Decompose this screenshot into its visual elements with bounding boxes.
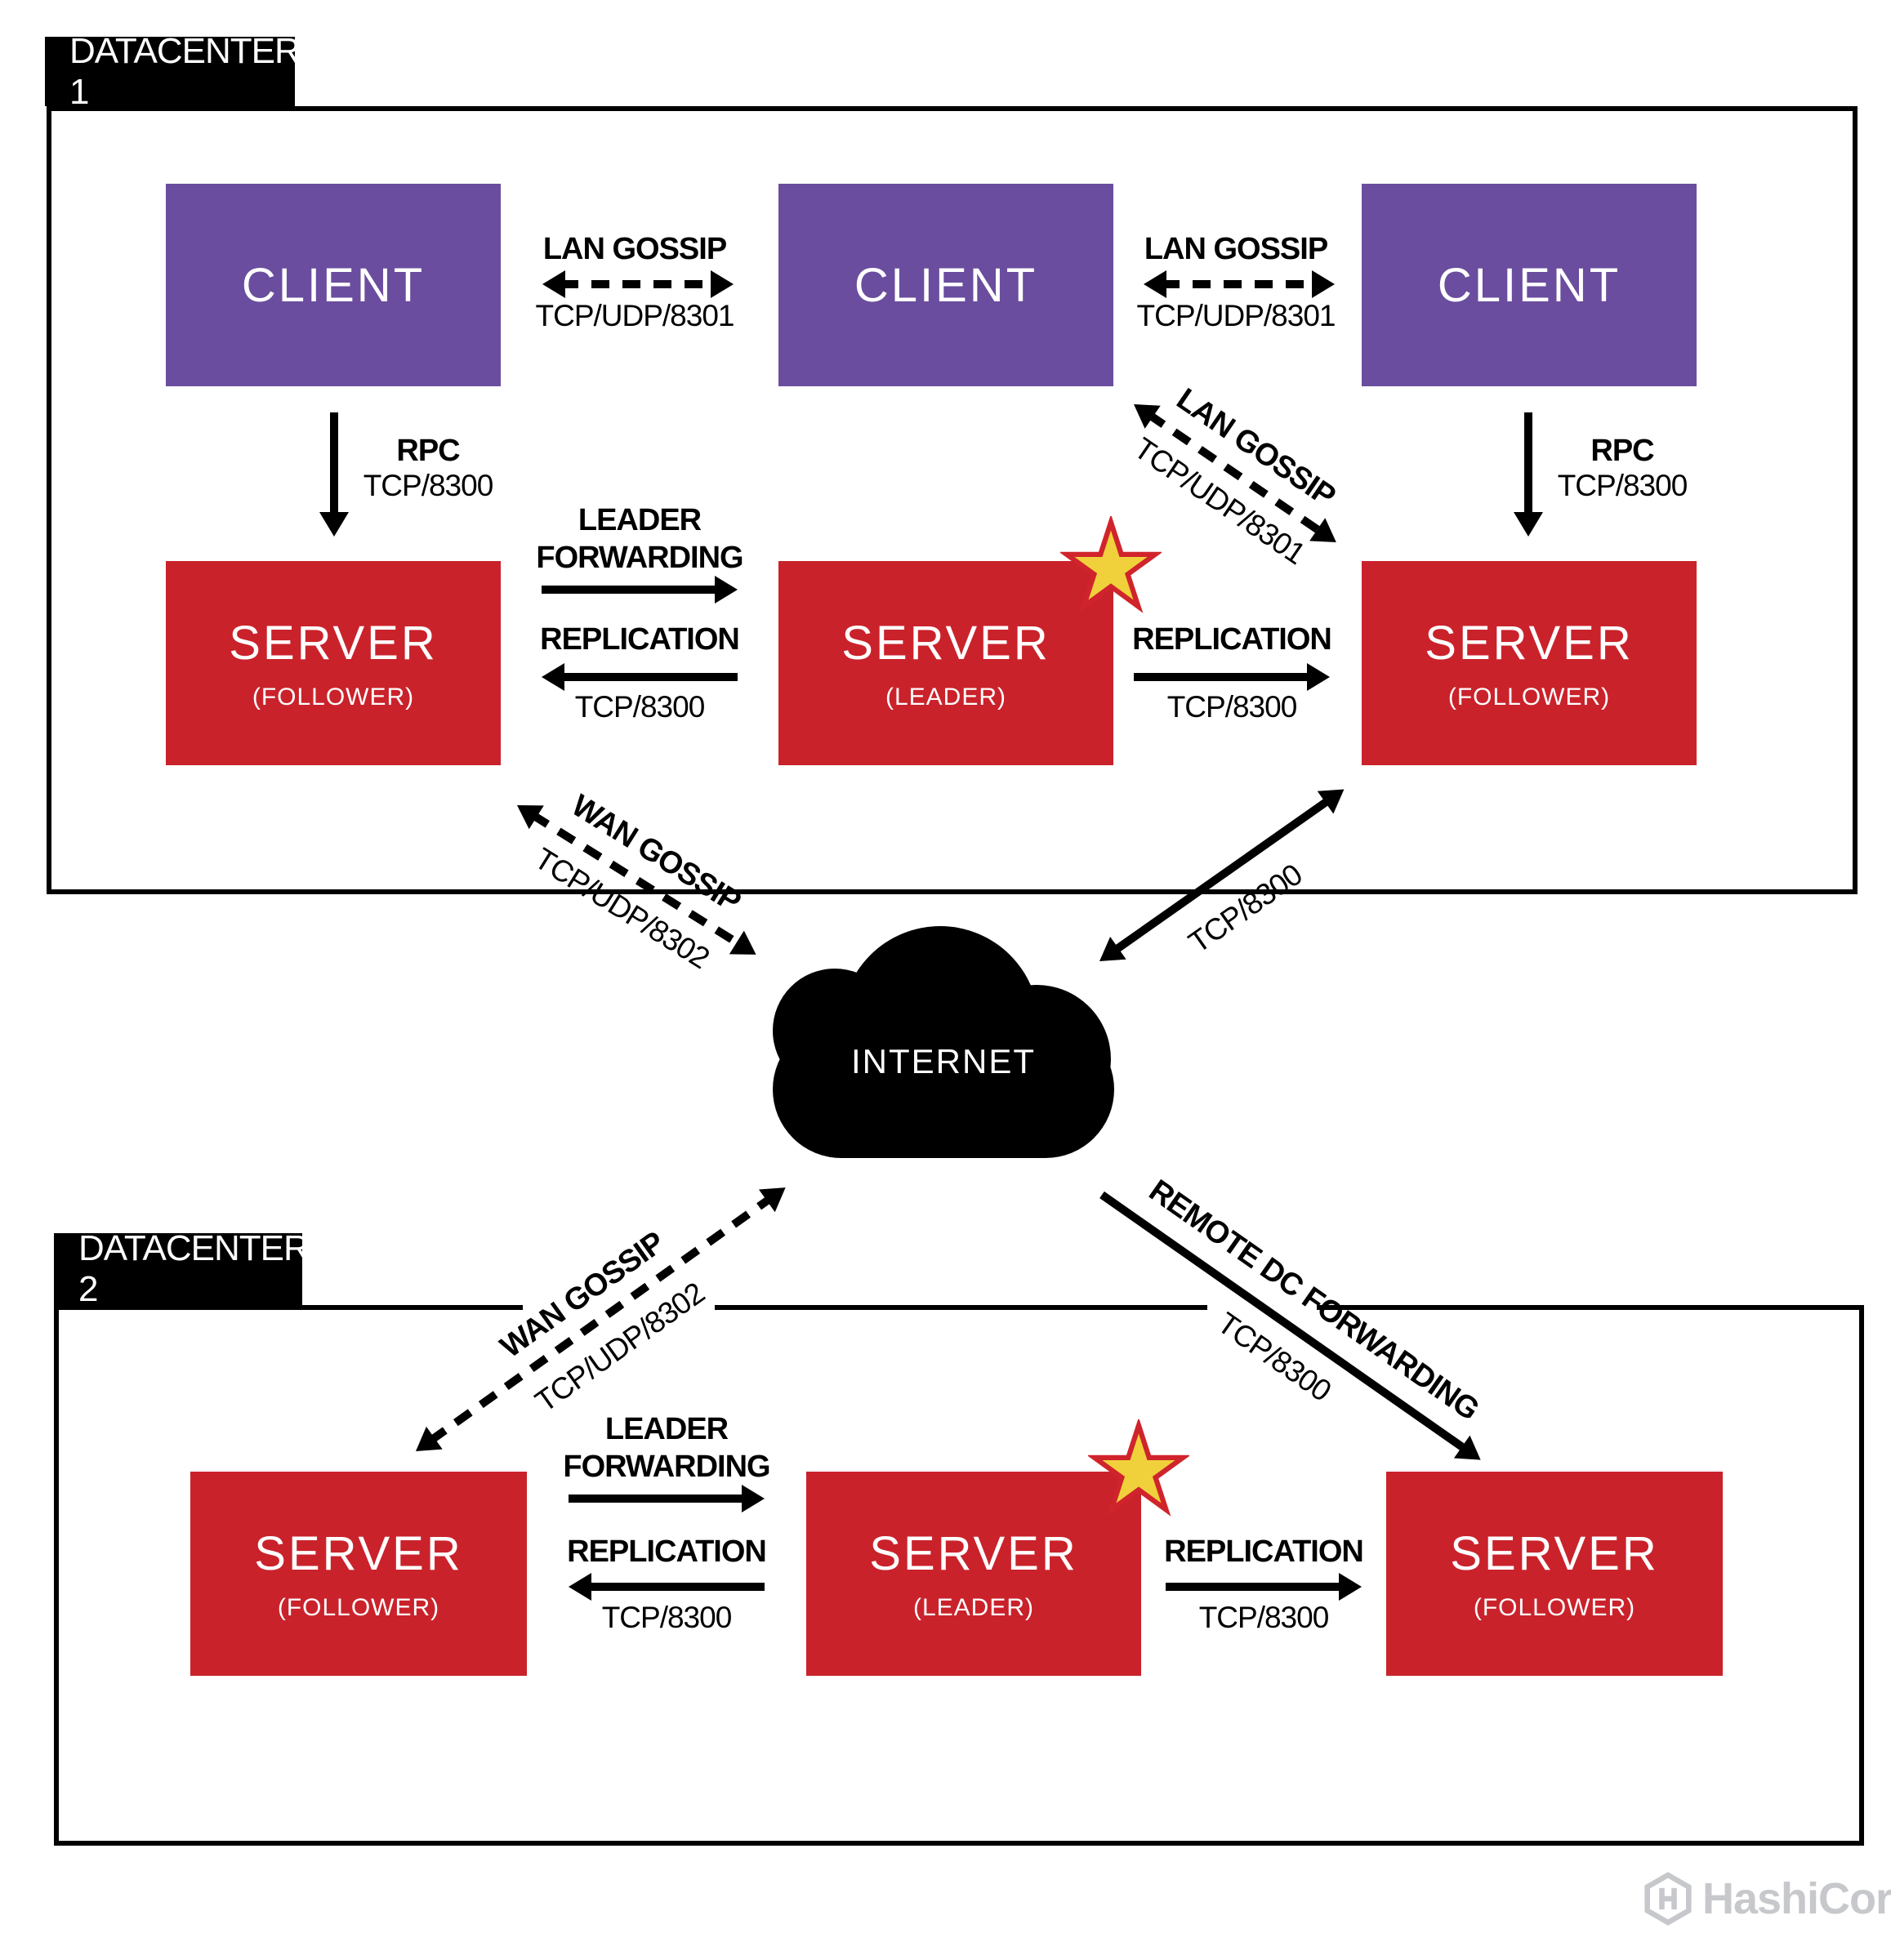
arrowhead-right-icon <box>742 1485 765 1512</box>
arrowhead-down-icon <box>319 512 349 537</box>
cloud-shape <box>773 1021 1114 1158</box>
server-role: (LEADER) <box>885 683 1007 710</box>
arrowhead-down-icon <box>1514 512 1543 537</box>
hashicorp-hex-icon <box>1644 1872 1692 1926</box>
server-label: SERVER <box>254 1526 463 1580</box>
replication-arrow <box>542 663 738 691</box>
rpc-port: TCP/8300 <box>363 469 494 502</box>
dc2-server-leader: SERVER (LEADER) <box>806 1472 1141 1676</box>
client-node-2: CLIENT <box>778 184 1113 386</box>
hashicorp-wordmark: HashiCorp <box>1702 1874 1891 1923</box>
server-role: (FOLLOWER) <box>277 1593 440 1621</box>
replication-arrow <box>1134 663 1330 691</box>
client-label: CLIENT <box>854 258 1038 312</box>
replication-label: REPLICATION <box>1164 1535 1364 1569</box>
leader-star-icon <box>1060 516 1162 613</box>
server-label: SERVER <box>1425 616 1634 670</box>
hashicorp-logo: HashiCorp <box>1643 1872 1891 1926</box>
datacenter1-label: DATACENTER 1 <box>69 30 301 112</box>
arrowhead-right-icon <box>1312 270 1335 298</box>
leader-forwarding-arrow <box>569 1485 765 1512</box>
replication-port: TCP/8300 <box>574 690 706 724</box>
server-role: (FOLLOWER) <box>1447 683 1611 710</box>
lan-gossip-arrow <box>1144 270 1335 298</box>
leader-star-icon <box>1088 1419 1189 1517</box>
dc1-server-follower-2: SERVER (FOLLOWER) <box>1362 561 1697 765</box>
client-node-1: CLIENT <box>166 184 501 386</box>
border-gap <box>572 876 751 888</box>
lan-gossip-arrow <box>542 270 734 298</box>
server-label: SERVER <box>229 616 438 670</box>
internet-cloud: INTERNET <box>773 926 1114 1158</box>
arrowhead-right-icon <box>1307 663 1330 691</box>
dc2-server-follower-2: SERVER (FOLLOWER) <box>1386 1472 1723 1676</box>
datacenter2-tab: DATACENTER 2 <box>54 1228 310 1309</box>
client-label: CLIENT <box>241 258 426 312</box>
client-label: CLIENT <box>1437 258 1621 312</box>
lan-gossip-label: LAN GOSSIP <box>542 232 727 266</box>
server-label: SERVER <box>869 1526 1078 1580</box>
arrowhead-left-icon <box>569 1573 591 1601</box>
server-role: (FOLLOWER) <box>1473 1593 1636 1621</box>
datacenter2-label: DATACENTER 2 <box>78 1228 310 1309</box>
replication-label: REPLICATION <box>567 1535 767 1569</box>
leader-forwarding-arrow <box>542 576 738 604</box>
rpc-arrow <box>1514 412 1543 537</box>
datacenter1-tab: DATACENTER 1 <box>45 31 301 112</box>
internet-label: INTERNET <box>851 1042 1036 1080</box>
datacenter1-box <box>47 106 1858 894</box>
arrowhead-right-icon <box>1339 1573 1362 1601</box>
replication-port: TCP/8300 <box>601 1601 733 1634</box>
leader-forwarding-label: LEADER FORWARDING <box>536 503 743 575</box>
arrowhead-right-icon <box>715 576 738 604</box>
dc1-server-leader: SERVER (LEADER) <box>778 561 1113 765</box>
server-label: SERVER <box>841 616 1050 670</box>
replication-port: TCP/8300 <box>1198 1601 1330 1634</box>
arrowhead-left-icon <box>542 663 564 691</box>
arrowhead-right-icon <box>711 270 734 298</box>
replication-port: TCP/8300 <box>1166 690 1298 724</box>
client-node-3: CLIENT <box>1362 184 1697 386</box>
dc1-server-follower-1: SERVER (FOLLOWER) <box>166 561 501 765</box>
lan-gossip-label: LAN GOSSIP <box>1144 232 1328 266</box>
server-label: SERVER <box>1450 1526 1659 1580</box>
leader-forwarding-label: LEADER FORWARDING <box>563 1412 770 1484</box>
replication-arrow <box>1166 1573 1362 1601</box>
server-role: (LEADER) <box>912 1593 1035 1621</box>
rpc-label: RPC <box>1590 434 1654 468</box>
replication-label: REPLICATION <box>540 622 740 657</box>
datacenter2-box <box>54 1305 1864 1846</box>
replication-label: REPLICATION <box>1132 622 1332 657</box>
lan-gossip-port: TCP/UDP/8301 <box>1136 299 1336 332</box>
replication-arrow <box>569 1573 765 1601</box>
rpc-label: RPC <box>396 434 460 468</box>
server-role: (FOLLOWER) <box>252 683 415 710</box>
rpc-port: TCP/8300 <box>1557 469 1688 502</box>
dc2-server-follower-1: SERVER (FOLLOWER) <box>190 1472 527 1676</box>
lan-gossip-port: TCP/UDP/8301 <box>535 299 735 332</box>
rpc-arrow <box>319 412 349 537</box>
